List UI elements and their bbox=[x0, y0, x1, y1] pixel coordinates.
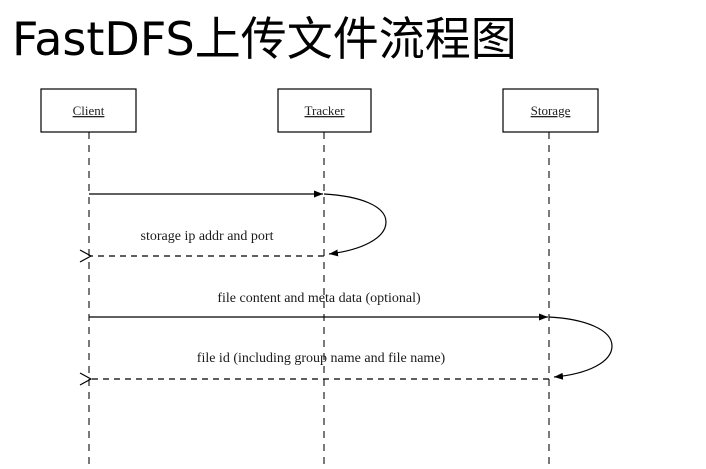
participant-client: Client bbox=[40, 88, 137, 133]
storage-reply-label: file id (including group name and file n… bbox=[197, 351, 446, 366]
participant-tracker: Tracker bbox=[277, 88, 372, 133]
participant-storage: Storage bbox=[502, 88, 599, 133]
storage-label: Storage bbox=[531, 103, 571, 118]
tracker-box bbox=[277, 88, 372, 133]
page-title: FastDFS上传文件流程图 bbox=[12, 12, 517, 66]
storage-processing-loop bbox=[548, 316, 613, 380]
tracker-label: Tracker bbox=[305, 103, 346, 118]
storage-box bbox=[502, 88, 599, 133]
client-label: Client bbox=[73, 103, 105, 118]
tracker-processing-loop bbox=[323, 193, 387, 257]
tracker-reply-label: storage ip addr and port bbox=[141, 229, 274, 244]
client-to-storage-label: file content and meta data (optional) bbox=[217, 291, 421, 306]
client-box bbox=[40, 88, 137, 133]
